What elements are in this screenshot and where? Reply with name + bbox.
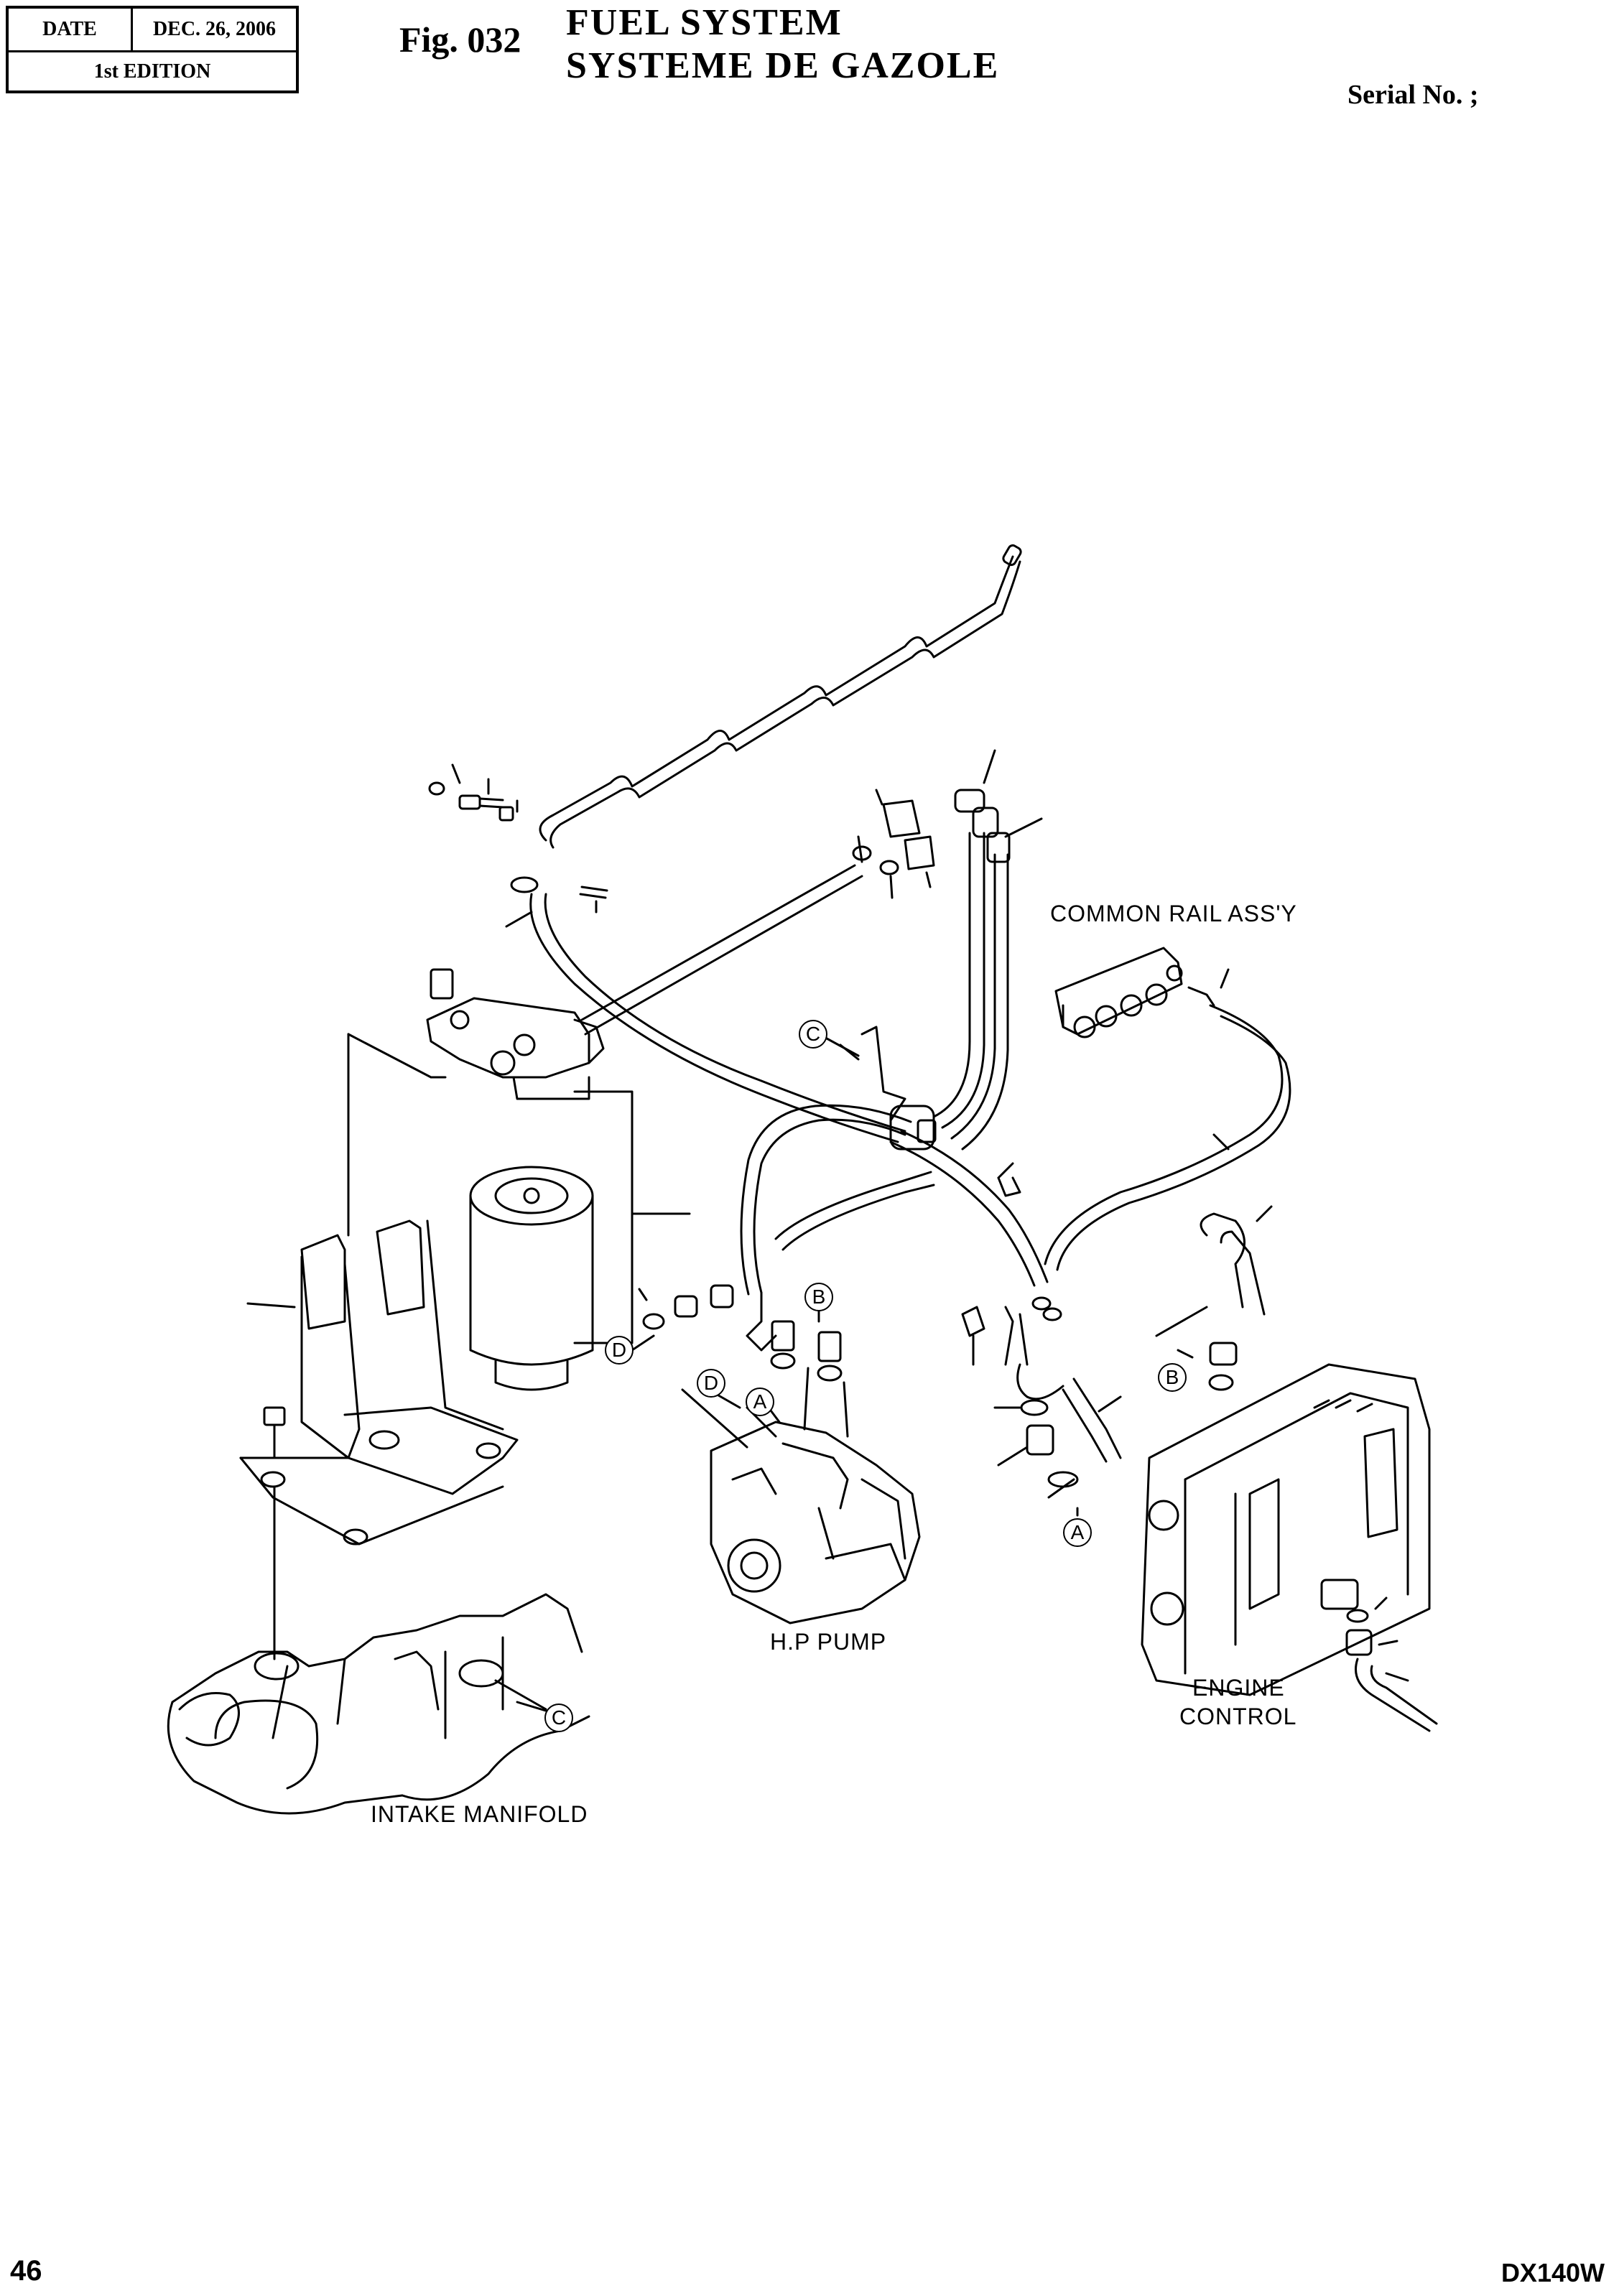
upper-left-fittings	[428, 763, 608, 928]
serial-number: Serial No. ;	[1347, 80, 1479, 110]
callout-d-pump: D	[697, 1369, 725, 1398]
callout-a-pump: A	[746, 1388, 774, 1416]
label-engine-control-1: ENGINE	[1192, 1675, 1285, 1701]
label-engine-control-2: CONTROL	[1179, 1704, 1297, 1729]
callout-b-pump: B	[804, 1283, 833, 1311]
edition-label: 1st EDITION	[93, 60, 211, 83]
callout-c-bracket: C	[799, 1020, 827, 1049]
label-intake-manifold: INTAKE MANIFOLD	[371, 1801, 588, 1827]
fuel-filter	[426, 968, 691, 1391]
title-english: FUEL SYSTEM	[566, 2, 843, 43]
page-number: 46	[10, 2255, 42, 2287]
date-value: DEC. 26, 2006	[152, 18, 277, 40]
injection-pipe-lines	[539, 544, 1022, 849]
engine-control-unit	[1141, 1205, 1438, 1732]
common-rail-assembly	[1044, 947, 1291, 1271]
hp-pump	[681, 1320, 921, 1625]
date-label: DATE	[9, 9, 133, 50]
callout-c-manifold: C	[544, 1704, 573, 1732]
callout-b-right: B	[1158, 1363, 1187, 1392]
callout-a-right: A	[1063, 1518, 1092, 1547]
right-fittings	[961, 1296, 1122, 1499]
date-row: DATE DEC. 26, 2006	[9, 9, 296, 52]
vertical-pipes	[852, 749, 1043, 1151]
figure-number: Fig. 032	[399, 19, 521, 60]
date-edition-box: DATE DEC. 26, 2006 1st EDITION	[6, 6, 299, 93]
label-hp-pump: H.P PUMP	[770, 1629, 887, 1655]
label-common-rail: COMMON RAIL ASS'Y	[1050, 901, 1297, 926]
title-french: SYSTEME DE GAZOLE	[566, 45, 1000, 86]
callout-d-left: D	[605, 1336, 634, 1365]
filter-bracket	[239, 1033, 519, 1660]
central-pipes-and-clamp	[638, 1026, 1021, 1352]
long-fuel-hoses	[529, 864, 1049, 1287]
intake-manifold	[167, 1593, 590, 1815]
model-number: DX140W	[1500, 2258, 1605, 2287]
